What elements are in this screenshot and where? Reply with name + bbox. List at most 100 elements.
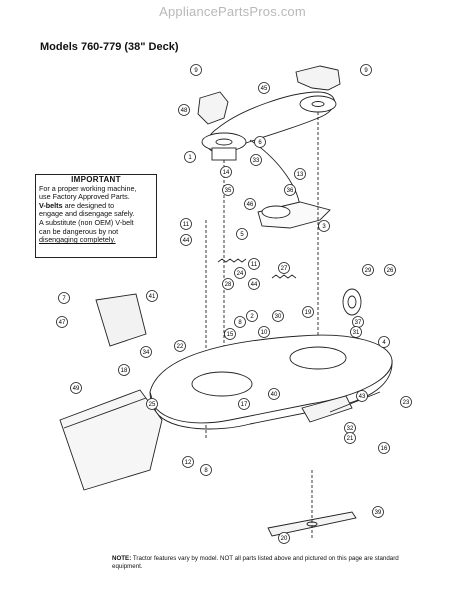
- callout-15: 15: [224, 328, 236, 340]
- callout-label: 35: [225, 188, 232, 194]
- callout-1: 1: [184, 151, 196, 163]
- callout-label: 20: [281, 536, 288, 542]
- callout-6: 6: [254, 136, 266, 148]
- spindle-housing-left: [211, 147, 237, 161]
- callout-19: 19: [302, 306, 314, 318]
- callout-43: 43: [356, 390, 368, 402]
- callout-label: 37: [355, 320, 362, 326]
- callout-label: 1: [188, 155, 192, 161]
- callout-label: 9: [364, 68, 368, 74]
- callout-7: 7: [58, 292, 70, 304]
- chute-edge: [63, 397, 147, 429]
- callout-label: 8: [238, 320, 242, 326]
- callout-20: 20: [278, 532, 290, 544]
- callout-3: 3: [318, 220, 330, 232]
- callout-label: 33: [253, 158, 260, 164]
- site-watermark: AppliancePartsPros.com: [159, 4, 306, 19]
- callout-label: 19: [305, 310, 312, 316]
- discharge-chute: [59, 389, 163, 491]
- callout-label: 47: [59, 320, 66, 326]
- callout-32: 32: [344, 422, 356, 434]
- callout-label: 29: [365, 268, 372, 274]
- callout-49: 49: [70, 382, 82, 394]
- callout-14: 14: [220, 166, 232, 178]
- callout-11: 11: [180, 218, 192, 230]
- callout-47: 47: [56, 316, 68, 328]
- callout-label: 43: [359, 394, 366, 400]
- callout-12: 12: [182, 456, 194, 468]
- gauge-wheel-hub: [347, 295, 357, 309]
- callout-29: 29: [362, 264, 374, 276]
- spring: [217, 258, 247, 263]
- callout-label: 39: [375, 510, 382, 516]
- important-line: disengaging completely.: [39, 235, 116, 245]
- callout-label: 48: [181, 108, 188, 114]
- callout-label: 40: [271, 392, 278, 398]
- callout-37: 37: [352, 316, 364, 328]
- callout-label: 10: [261, 330, 268, 336]
- callout-28: 28: [222, 278, 234, 290]
- callout-label: 12: [185, 460, 192, 466]
- callout-label: 7: [62, 296, 66, 302]
- mower-blade: [267, 511, 357, 537]
- callout-10: 10: [258, 326, 270, 338]
- important-line: can be dangerous by not: [39, 226, 119, 236]
- callout-label: 11: [183, 222, 190, 228]
- callout-11: 11: [248, 258, 260, 270]
- important-line-rest: are designed to: [62, 200, 115, 210]
- important-line: engage and disengage safely.: [39, 209, 135, 219]
- belt-cover-right: [295, 65, 341, 91]
- callout-30: 30: [272, 310, 284, 322]
- drawing-lines: [59, 65, 393, 540]
- callout-label: 13: [297, 172, 304, 178]
- callout-39: 39: [372, 506, 384, 518]
- callout-36: 36: [284, 184, 296, 196]
- v-belt-lower: [249, 139, 301, 211]
- callout-33: 33: [250, 154, 262, 166]
- callout-label: 45: [261, 86, 268, 92]
- important-notice: IMPORTANT For a proper working machine, …: [35, 174, 157, 258]
- callout-label: 46: [247, 202, 254, 208]
- callout-label: 22: [177, 344, 184, 350]
- diagram-title: Models 760-779 (38" Deck): [40, 41, 179, 53]
- callout-group: 9 9 48 45 1 6 33 14 13 35 36 46 3 11 44 …: [56, 64, 412, 544]
- callout-22: 22: [174, 340, 186, 352]
- callout-46: 46: [244, 198, 256, 210]
- callout-41: 41: [146, 290, 158, 302]
- idler-pulley: [261, 205, 291, 219]
- callout-9: 9: [360, 64, 372, 76]
- important-line: use Factory Approved Parts.: [39, 192, 130, 202]
- callout-5: 5: [236, 228, 248, 240]
- callout-44: 44: [180, 234, 192, 246]
- deck-spindle-well-left: [191, 371, 253, 397]
- callout-label: 26: [387, 268, 394, 274]
- callout-9: 9: [190, 64, 202, 76]
- callout-16: 16: [378, 442, 390, 454]
- belt-cover-left: [197, 91, 229, 125]
- callout-label: 11: [251, 262, 258, 268]
- important-line: For a proper working machine,: [39, 183, 137, 193]
- important-line: A substitute (non OEM) V-belt: [39, 217, 134, 227]
- callout-31: 31: [350, 326, 362, 338]
- callout-26: 26: [384, 264, 396, 276]
- callout-label: 14: [223, 170, 230, 176]
- callout-label: 27: [281, 266, 288, 272]
- callout-label: 21: [347, 436, 354, 442]
- callout-label: 2: [250, 314, 254, 320]
- callout-label: 41: [149, 294, 156, 300]
- footer-note: NOTE: Tractor features vary by model. NO…: [112, 555, 412, 570]
- callout-23: 23: [400, 396, 412, 408]
- callout-label: 4: [382, 340, 386, 346]
- spindle-pulley-right: [299, 95, 337, 113]
- callout-label: 3: [322, 224, 326, 230]
- callout-21: 21: [344, 432, 356, 444]
- callout-label: 8: [204, 468, 208, 474]
- gauge-wheel: [342, 288, 362, 316]
- mower-deck: [149, 334, 393, 424]
- callout-34: 34: [140, 346, 152, 358]
- callout-label: 6: [258, 140, 262, 146]
- callout-40: 40: [268, 388, 280, 400]
- callout-label: 17: [241, 402, 248, 408]
- callout-2: 2: [246, 310, 258, 322]
- callout-18: 18: [118, 364, 130, 376]
